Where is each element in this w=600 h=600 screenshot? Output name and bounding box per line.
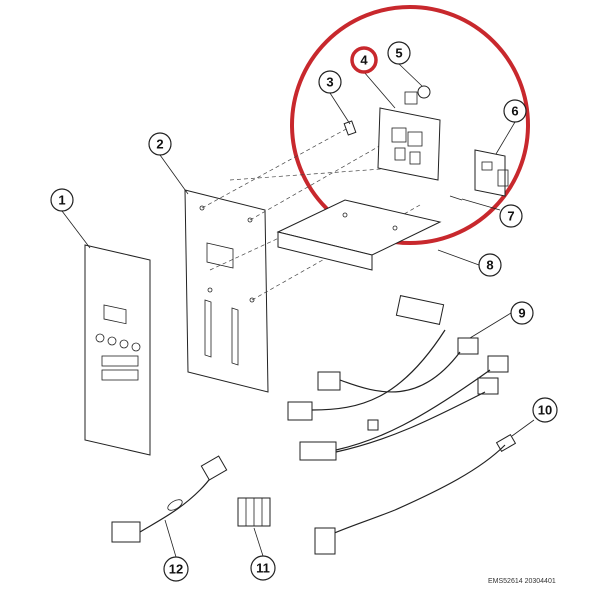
callout-7: 7 xyxy=(499,204,523,228)
callout-8: 8 xyxy=(478,253,502,277)
leader-lines xyxy=(61,63,535,558)
callouts: 1 2 3 4 5 6 7 8 xyxy=(50,41,558,582)
part-6-small-board xyxy=(474,149,509,197)
callout-4: 4 xyxy=(350,46,378,74)
callout-2-label: 2 xyxy=(156,137,163,152)
callout-1-label: 1 xyxy=(58,193,65,208)
callout-4-label: 4 xyxy=(360,53,368,68)
callout-2: 2 xyxy=(148,132,172,156)
callout-1: 1 xyxy=(50,188,74,212)
part-11-connector xyxy=(237,497,271,527)
part-9-wiring-harness xyxy=(287,295,509,461)
callout-5: 5 xyxy=(387,41,411,65)
callout-10: 10 xyxy=(532,397,558,423)
callout-3: 3 xyxy=(318,70,342,94)
callout-9: 9 xyxy=(510,301,534,325)
callout-12-label: 12 xyxy=(169,562,183,577)
callout-10-label: 10 xyxy=(538,403,552,418)
part-8-bracket xyxy=(276,199,442,271)
document-code: EMS52614 20304401 xyxy=(488,578,556,585)
part-10-sensor-cable xyxy=(314,433,517,555)
part-12-jumper-cable xyxy=(111,455,228,543)
part-5-cap xyxy=(417,85,431,99)
callout-9-label: 9 xyxy=(518,306,525,321)
callout-8-label: 8 xyxy=(486,258,493,273)
highlight-circle xyxy=(290,5,530,245)
callout-6: 6 xyxy=(503,99,527,123)
callout-12: 12 xyxy=(163,556,189,582)
callout-5-label: 5 xyxy=(395,46,402,61)
part-2-mounting-plate xyxy=(184,189,269,393)
part-4-control-board xyxy=(377,91,441,181)
part-7-screw xyxy=(449,195,463,201)
callout-11-label: 11 xyxy=(256,561,270,576)
part-1-overlay-panel xyxy=(84,244,151,456)
callout-11: 11 xyxy=(250,555,276,581)
callout-3-label: 3 xyxy=(326,75,333,90)
callout-6-label: 6 xyxy=(511,104,518,119)
part-3-standoff xyxy=(343,120,357,136)
callout-7-label: 7 xyxy=(507,209,514,224)
